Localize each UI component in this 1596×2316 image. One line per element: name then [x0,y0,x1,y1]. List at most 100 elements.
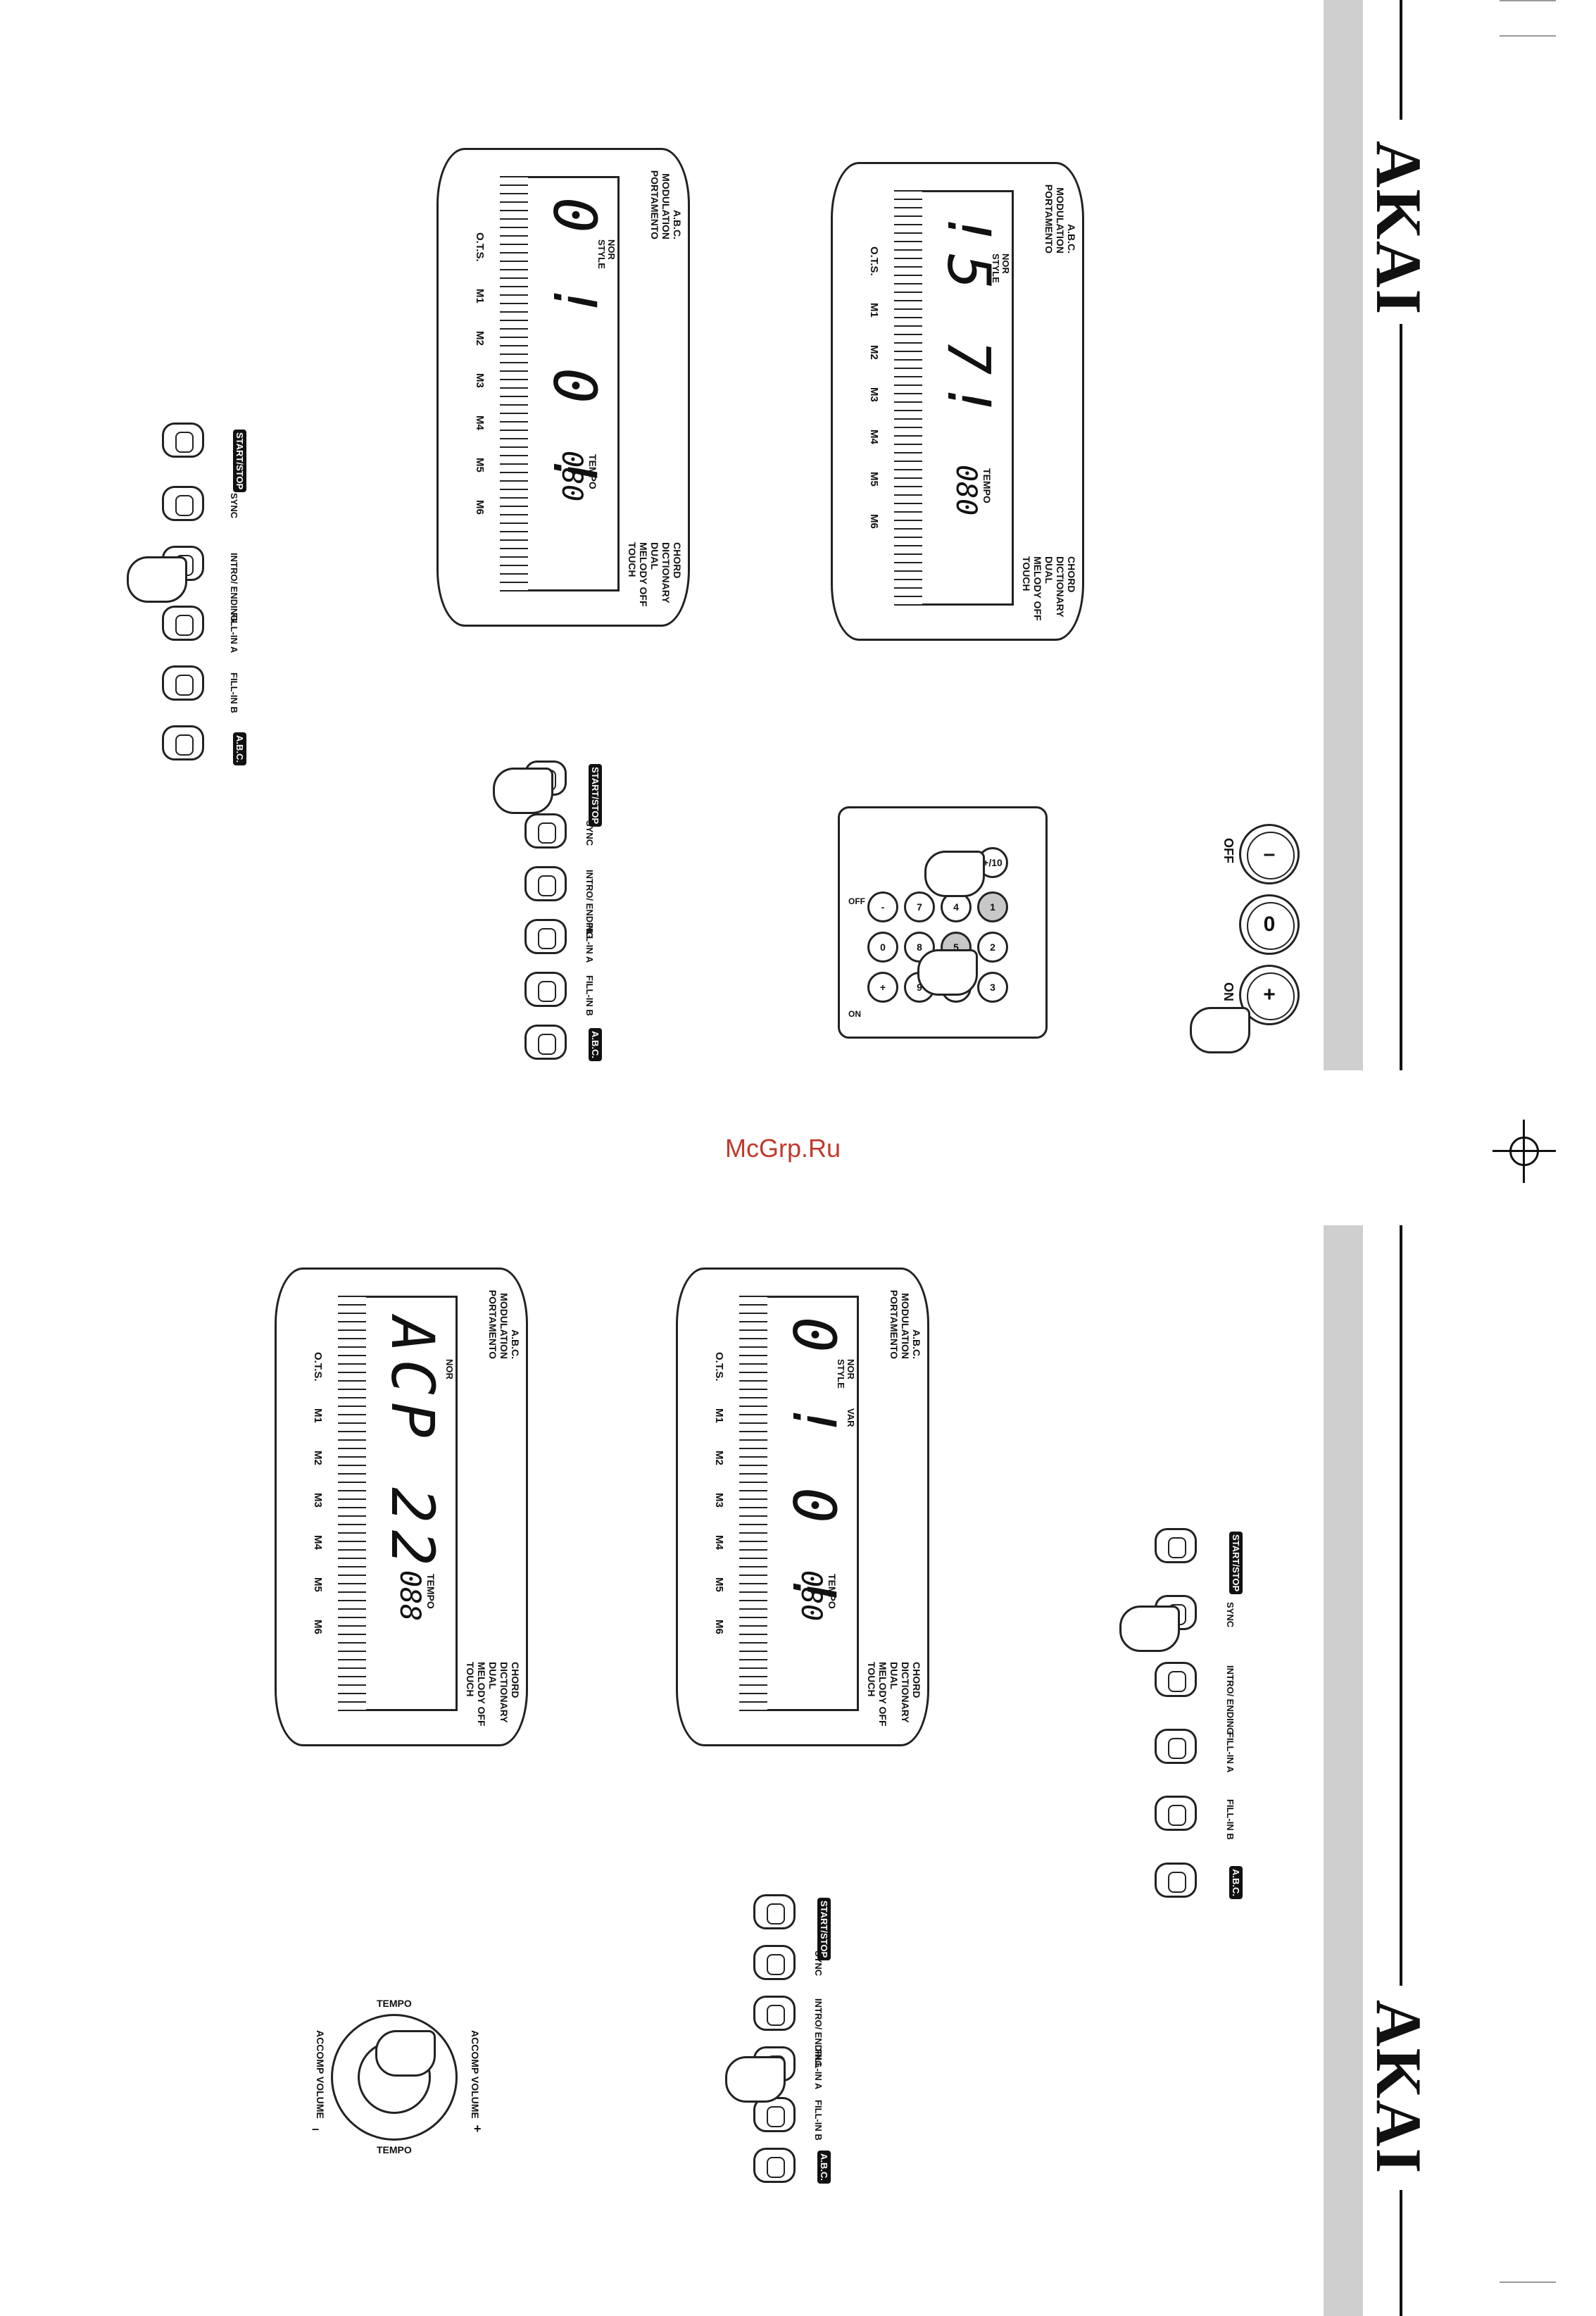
fill-in-b-button[interactable] [524,972,567,1007]
minus-button[interactable]: – [1239,824,1300,884]
start-stop-button[interactable] [162,422,204,458]
lcd-right-labels: CHORD DICTIONARY DUAL MELODY OFF TOUCH [465,1662,521,1727]
intro-ending-button[interactable] [524,866,567,901]
tempo-label: TEMPO [981,468,993,503]
memory-m2: M2 [312,1451,324,1465]
dial-tempo-bottom: TEMPO [377,2144,412,2155]
tempo-volume-dial[interactable]: TEMPO TEMPO ACCOMP VOLUME ACCOMP VOLUME … [312,1998,482,2155]
lcd-panel-3: A.B.C. MODULATION PORTAMENTO NOR ACP 22 … [275,1267,528,1746]
abc-button[interactable] [524,1025,567,1060]
rule-top-2 [1400,324,1402,1070]
memory-m3: M3 [713,1493,725,1508]
memory-m4: M4 [312,1535,324,1550]
fill-in-a-label: FILL-IN A [584,922,595,963]
memory-m5: M5 [312,1577,324,1592]
lcd-right-labels: CHORD DICTIONARY DUAL MELODY OFF TOUCH [866,1662,922,1727]
tempo-value: 080 [555,451,588,502]
rule-bottom-2 [1400,2190,1402,2316]
sync-label: SYNC [584,820,595,846]
dial-tempo-top: TEMPO [377,1998,412,2009]
lcd-keyboard [338,1296,366,1711]
tempo-label: TEMPO [425,1574,436,1609]
memory-m6: M6 [713,1620,725,1634]
key-plus[interactable]: + [867,972,898,1003]
lcd-keyboard [500,176,528,591]
lcd-left-labels: A.B.C. MODULATION PORTAMENTO [1043,184,1077,253]
tick-top-2 [1500,35,1556,37]
lcd-panel-1: A.B.C. MODULATION PORTAMENTO NOR STYLE 0… [436,148,690,627]
brand-logo-bottom: AKAI [1363,2000,1435,2175]
abc-button[interactable] [1155,1863,1197,1898]
sync-label: SYNC [1225,1602,1236,1628]
tempo-value: 080 [795,1570,827,1622]
memory-m4: M4 [868,430,880,444]
off-label: OFF [1221,838,1236,863]
key-2[interactable]: 2 [977,932,1008,963]
fill-in-a-button[interactable] [1155,1729,1197,1764]
hand-pointer-icon [1119,1605,1180,1652]
zero-button[interactable]: 0 [1239,894,1300,955]
memory-m2: M2 [868,345,880,360]
lcd-keyboard [894,190,922,606]
lcd-digits: ACP 22 [378,1317,447,1573]
intro-ending-button[interactable] [1155,1662,1197,1697]
fill-in-a-button[interactable] [524,919,567,954]
memory-m1: M1 [868,303,880,318]
sync-button[interactable] [524,813,567,849]
memory-m6: M6 [868,514,880,529]
memory-ots: O.T.S. [713,1352,725,1382]
key-3[interactable]: 3 [977,972,1008,1003]
tick-top-1 [1500,0,1556,1]
hand-pointer-icon [725,2056,786,2103]
intro-ending-label: INTRO/ ENDING [1225,1665,1236,1735]
abc-button[interactable] [753,2148,796,2183]
intro-ending-label: INTRO/ ENDING [229,553,239,622]
fill-in-b-button[interactable] [162,665,204,701]
lcd-left-labels: A.B.C. MODULATION PORTAMENTO [487,1289,521,1359]
side-band-bottom [1324,1225,1363,2316]
abc-button[interactable] [162,725,204,760]
sync-button[interactable] [753,1945,796,1980]
plus-button[interactable]: + [1239,965,1300,1025]
fill-in-b-label: FILL-IN B [584,975,595,1016]
fill-in-b-label: FILL-IN B [229,672,239,713]
sync-label: SYNC [229,493,239,519]
fill-in-b-label: FILL-IN B [1225,1799,1236,1840]
numeric-keypad: +/10 1 4 7 - 2 5 8 0 3 6 9 + OFF ON [838,806,1048,1039]
key-1[interactable]: 1 [977,891,1008,922]
fill-in-b-label: FILL-IN B [813,2100,824,2141]
fill-in-a-button[interactable] [162,606,204,641]
lcd-digits: !5 7! [934,211,1003,425]
start-stop-label: START/STOP [233,430,246,493]
key-minus[interactable]: - [867,891,898,922]
memory-m5: M5 [713,1577,725,1592]
key-0[interactable]: 0 [867,932,898,963]
dial-accomp-left: ACCOMP VOLUME [315,2030,326,2119]
keypad-on-label: ON [848,1009,861,1019]
hand-pointer-icon [917,949,978,996]
memory-m4: M4 [713,1535,725,1550]
registration-mark [1493,1120,1556,1183]
intro-ending-button[interactable] [753,1996,796,2031]
memory-m5: M5 [474,458,486,472]
fill-in-a-label: FILL-IN A [1225,1732,1236,1773]
start-stop-label: START/STOP [1229,1532,1243,1595]
fill-in-b-button[interactable] [1155,1796,1197,1831]
hand-pointer-icon [924,851,985,897]
lcd-left-labels: A.B.C. MODULATION PORTAMENTO [649,170,683,239]
memory-m3: M3 [868,387,880,402]
tempo-value: 080 [950,465,982,516]
memory-m3: M3 [474,373,486,388]
fill-in-a-label: FILL-IN A [229,613,239,653]
start-stop-button[interactable] [753,1894,796,1929]
side-band-top [1324,0,1363,1070]
fill-in-b-button[interactable] [753,2097,796,2132]
abc-label: A.B.C. [233,732,246,765]
hand-pointer-icon [127,556,187,603]
dial-plus: + [474,2122,482,2136]
lcd-right-labels: CHORD DICTIONARY DUAL MELODY OFF TOUCH [627,542,683,607]
key-7[interactable]: 7 [904,891,935,922]
start-stop-button[interactable] [1155,1528,1197,1563]
sync-button[interactable] [162,486,204,521]
dial-minus: – [312,2122,320,2136]
